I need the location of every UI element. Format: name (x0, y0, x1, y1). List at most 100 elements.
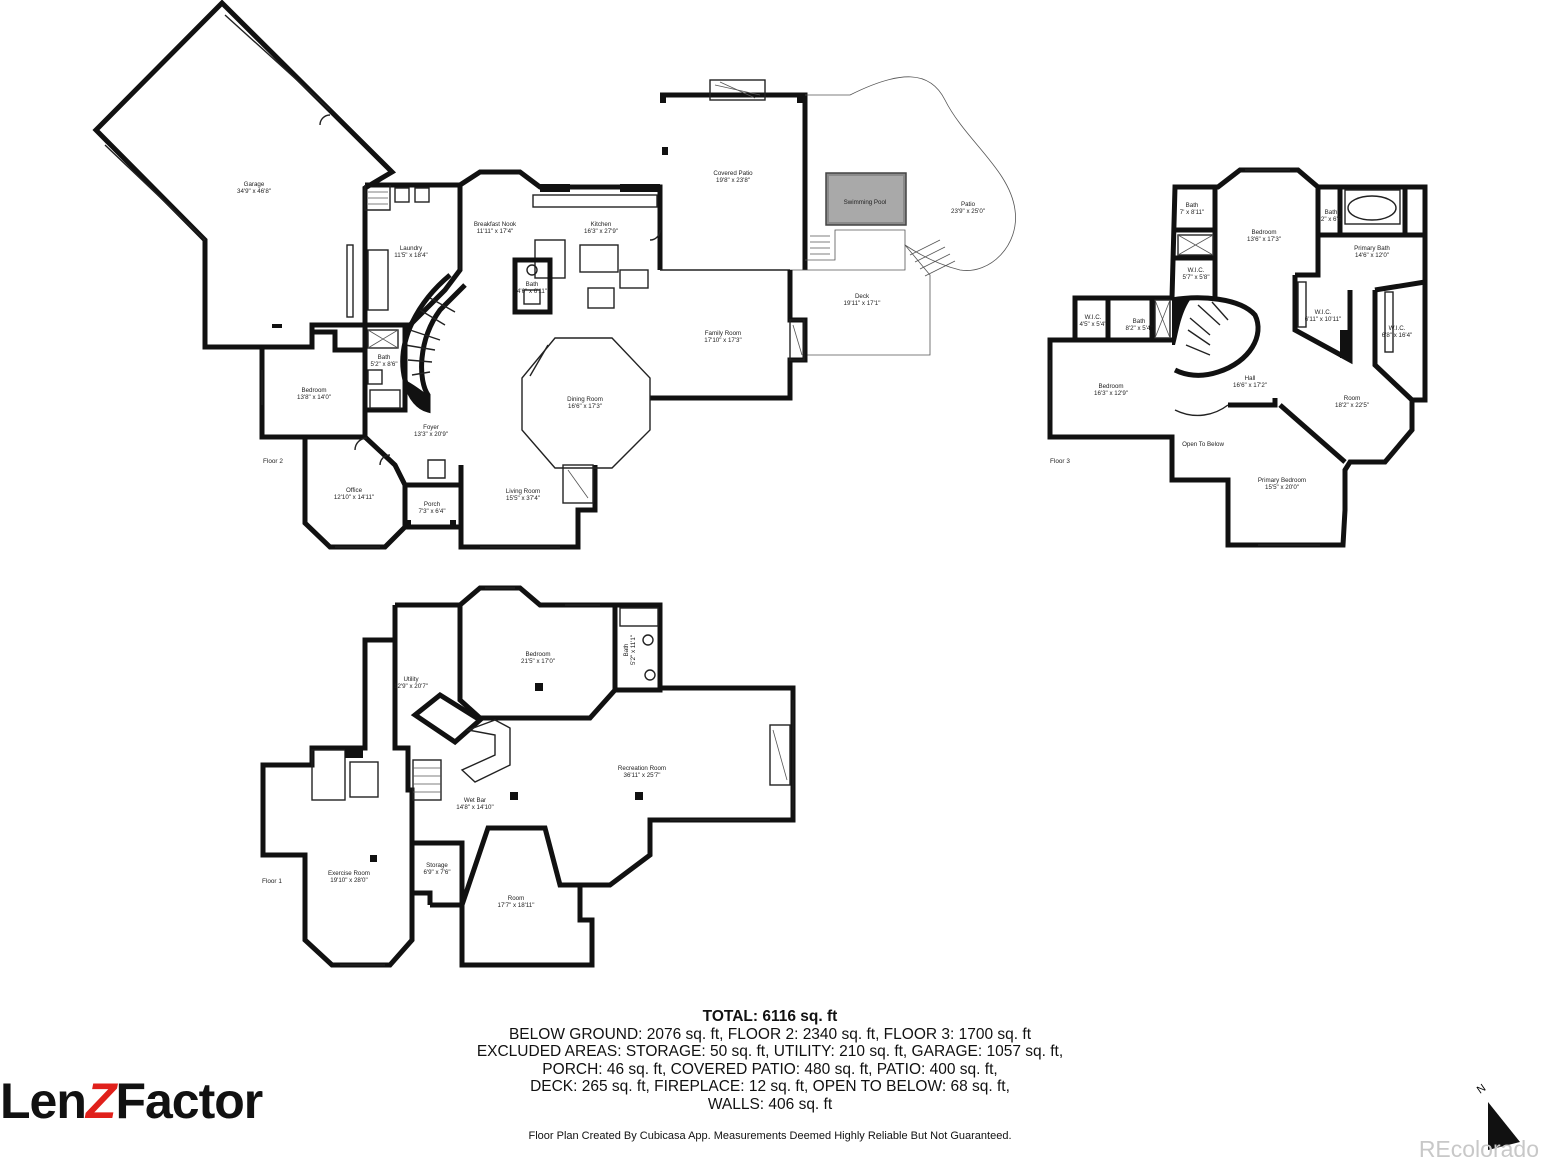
label-office-dims: 12'10" x 14'11" (334, 494, 374, 501)
floor-2-plan: Garage 34'9" x 46'8" Laundry 11'5" x 18'… (92, 0, 1016, 550)
label-f3-bedroom-left-dims: 16'3" x 12'9" (1094, 390, 1128, 397)
label-f3-bedroom-top: Bedroom (1251, 229, 1276, 236)
label-f3-room-dims: 18'2" x 22'5" (1335, 402, 1369, 409)
label-breakfast-name: Breakfast Nook (474, 221, 517, 228)
label-f1-bath-dims: 5'2" x 11'1" (630, 635, 637, 665)
floor-1-label: Floor 1 (262, 878, 282, 885)
label-dining-name: Dining Room (567, 396, 603, 403)
total-area: TOTAL: 6116 sq. ft (702, 1008, 838, 1025)
disclaimer-text: Floor Plan Created By Cubicasa App. Meas… (528, 1130, 1012, 1142)
label-f3-primary-bath: Primary Bath (1354, 245, 1390, 252)
label-deck-name: Deck (855, 293, 870, 300)
label-bedroom-dims: 13'8" x 14'0" (297, 394, 331, 401)
label-f3-bath-mid-dims: 8'2" x 5'4" (1125, 325, 1152, 332)
label-porch-name: Porch (424, 501, 441, 508)
summary-line-2: EXCLUDED AREAS: STORAGE: 50 sq. ft, UTIL… (476, 1043, 1064, 1061)
label-f3-wic-d-dims: 6'8" x 16'4" (1382, 332, 1413, 339)
logo-part-2: Factor (115, 1073, 263, 1129)
label-f1-wet-bar: Wet Bar (464, 797, 486, 804)
label-f3-hall: Hall (1245, 375, 1256, 382)
summary-line-5: WALLS: 406 sq. ft (707, 1095, 833, 1113)
label-f1-bedroom: Bedroom (525, 651, 550, 658)
label-f1-wet-bar-dims: 14'8" x 14'10" (456, 804, 493, 811)
label-patio-name: Patio (961, 201, 976, 208)
label-f1-storage: Storage (426, 862, 448, 869)
label-covered-patio-name: Covered Patio (713, 170, 753, 177)
label-f3-wic-c: W.I.C. (1315, 309, 1332, 316)
label-f3-bedroom-left: Bedroom (1098, 383, 1123, 390)
summary-line-1: BELOW GROUND: 2076 sq. ft, FLOOR 2: 2340… (508, 1025, 1032, 1043)
label-living-name: Living Room (506, 488, 540, 495)
floor-3-outer-walls (1047, 167, 1428, 548)
label-f3-wic-a-dims: 5'7" x 5'8" (1182, 274, 1209, 281)
label-patio-dims: 23'9" x 25'0" (951, 208, 985, 215)
label-dining-dims: 16'6" x 17'3" (568, 403, 602, 410)
label-deck-dims: 19'11" x 17'1" (844, 300, 881, 307)
label-f3-bath-ps-dims: 2" x 6'5 (1321, 216, 1342, 223)
dining-room-outline (521, 337, 651, 469)
living-room-walls (458, 465, 598, 550)
floor-2-label: Floor 2 (263, 458, 283, 465)
logo-part-1: Len (0, 1073, 87, 1129)
label-kitchen-name: Kitchen (591, 221, 612, 228)
bedroom-walls (259, 329, 368, 440)
label-f3-hall-dims: 16'6" x 17'2" (1233, 382, 1267, 389)
label-f1-room: Room (508, 895, 525, 902)
recolorado-watermark: REcolorado (1418, 1136, 1539, 1162)
kitchen-walls (458, 169, 663, 270)
label-f3-wic-a: W.I.C. (1188, 267, 1205, 274)
deck-outline (790, 243, 931, 356)
summary-line-4: DECK: 265 sq. ft, FIREPLACE: 12 sq. ft, … (530, 1078, 1010, 1096)
label-porch-dims: 7'3" x 6'4" (418, 508, 445, 515)
label-laundry-dims: 11'5" x 18'4" (394, 252, 427, 259)
label-office-name: Office (346, 487, 363, 494)
floor-3-plan: Bath 7' x 8'11" Bedroom 13'6" x 17'3" Ba… (1047, 167, 1428, 548)
summary-line-3: PORCH: 46 sq. ft, COVERED PATIO: 480 sq.… (542, 1060, 998, 1078)
label-breakfast-dims: 11'11" x 17'4" (477, 228, 513, 235)
label-foyer-name: Foyer (423, 424, 439, 431)
label-f1-bath: Bath (623, 643, 630, 656)
north-arrow-icon: N (1475, 1082, 1520, 1150)
label-f3-primary-bath-dims: 14'6" x 12'0" (1355, 252, 1389, 259)
label-bath-stairs-dims: 5'2" x 8'6" (370, 361, 397, 368)
area-summary: TOTAL: 6116 sq. ft BELOW GROUND: 2076 sq… (380, 1008, 1160, 1114)
label-f3-primary-bedroom-dims: 15'5" x 20'0" (1265, 484, 1299, 491)
label-covered-patio-dims: 19'8" x 23'8" (716, 177, 750, 184)
label-bath-stairs-name: Bath (378, 354, 391, 361)
label-f1-utility: Utility (403, 676, 419, 683)
label-f1-storage-dims: 6'9" x 7'6" (423, 869, 450, 876)
floor-3-label: Floor 3 (1050, 458, 1070, 465)
label-f3-bath-mid: Bath (1133, 318, 1146, 325)
label-f3-room: Room (1344, 395, 1361, 402)
upper-staircase (1171, 295, 1261, 378)
label-f1-exercise-dims: 19'10" x 28'0" (330, 877, 367, 884)
label-pool-name: Swimming Pool (844, 199, 887, 206)
label-f3-wic-b-dims: 4'5" x 5'4" (1079, 321, 1106, 328)
label-f1-recreation: Recreation Room (618, 765, 666, 772)
label-family-dims: 17'10" x 17'3" (704, 337, 741, 344)
floor-1-plan: Bedroom 21'5" x 17'0" Bath 5'2" x 11'1" … (260, 585, 796, 968)
patio-outline (805, 76, 1016, 271)
label-bath-kitchen-dims: 4'6" x 6'11" (517, 288, 547, 295)
label-garage-dims: 34'9" x 46'8" (237, 188, 271, 195)
label-f3-bath-small-dims: 7' x 8'11" (1180, 209, 1204, 216)
label-foyer-dims: 13'3" x 20'9" (414, 431, 448, 438)
lenzfactor-logo: LenZFactor (0, 1072, 263, 1132)
floor-1-outer-walls (392, 585, 796, 968)
label-family-name: Family Room (705, 330, 741, 337)
logo-accent-letter: Z (85, 1073, 117, 1129)
label-garage-name: Garage (244, 181, 265, 188)
label-f3-bath-small: Bath (1186, 202, 1199, 209)
garage-walls (92, 0, 397, 350)
label-f1-bedroom-dims: 21'5" x 17'0" (521, 658, 555, 665)
label-f3-wic-b: W.I.C. (1085, 314, 1102, 321)
label-f1-exercise: Exercise Room (328, 870, 370, 877)
label-laundry-name: Laundry (400, 245, 423, 252)
compass-north-label: N (1475, 1082, 1488, 1096)
label-f1-recreation-dims: 36'11" x 25'7" (624, 772, 661, 779)
label-f3-open-below: Open To Below (1182, 441, 1224, 448)
label-f1-utility-dims: 12'9" x 20'7" (394, 683, 428, 690)
label-f3-primary-bedroom: Primary Bedroom (1258, 477, 1306, 484)
label-f3-bath-ps: Bath (1325, 209, 1338, 216)
